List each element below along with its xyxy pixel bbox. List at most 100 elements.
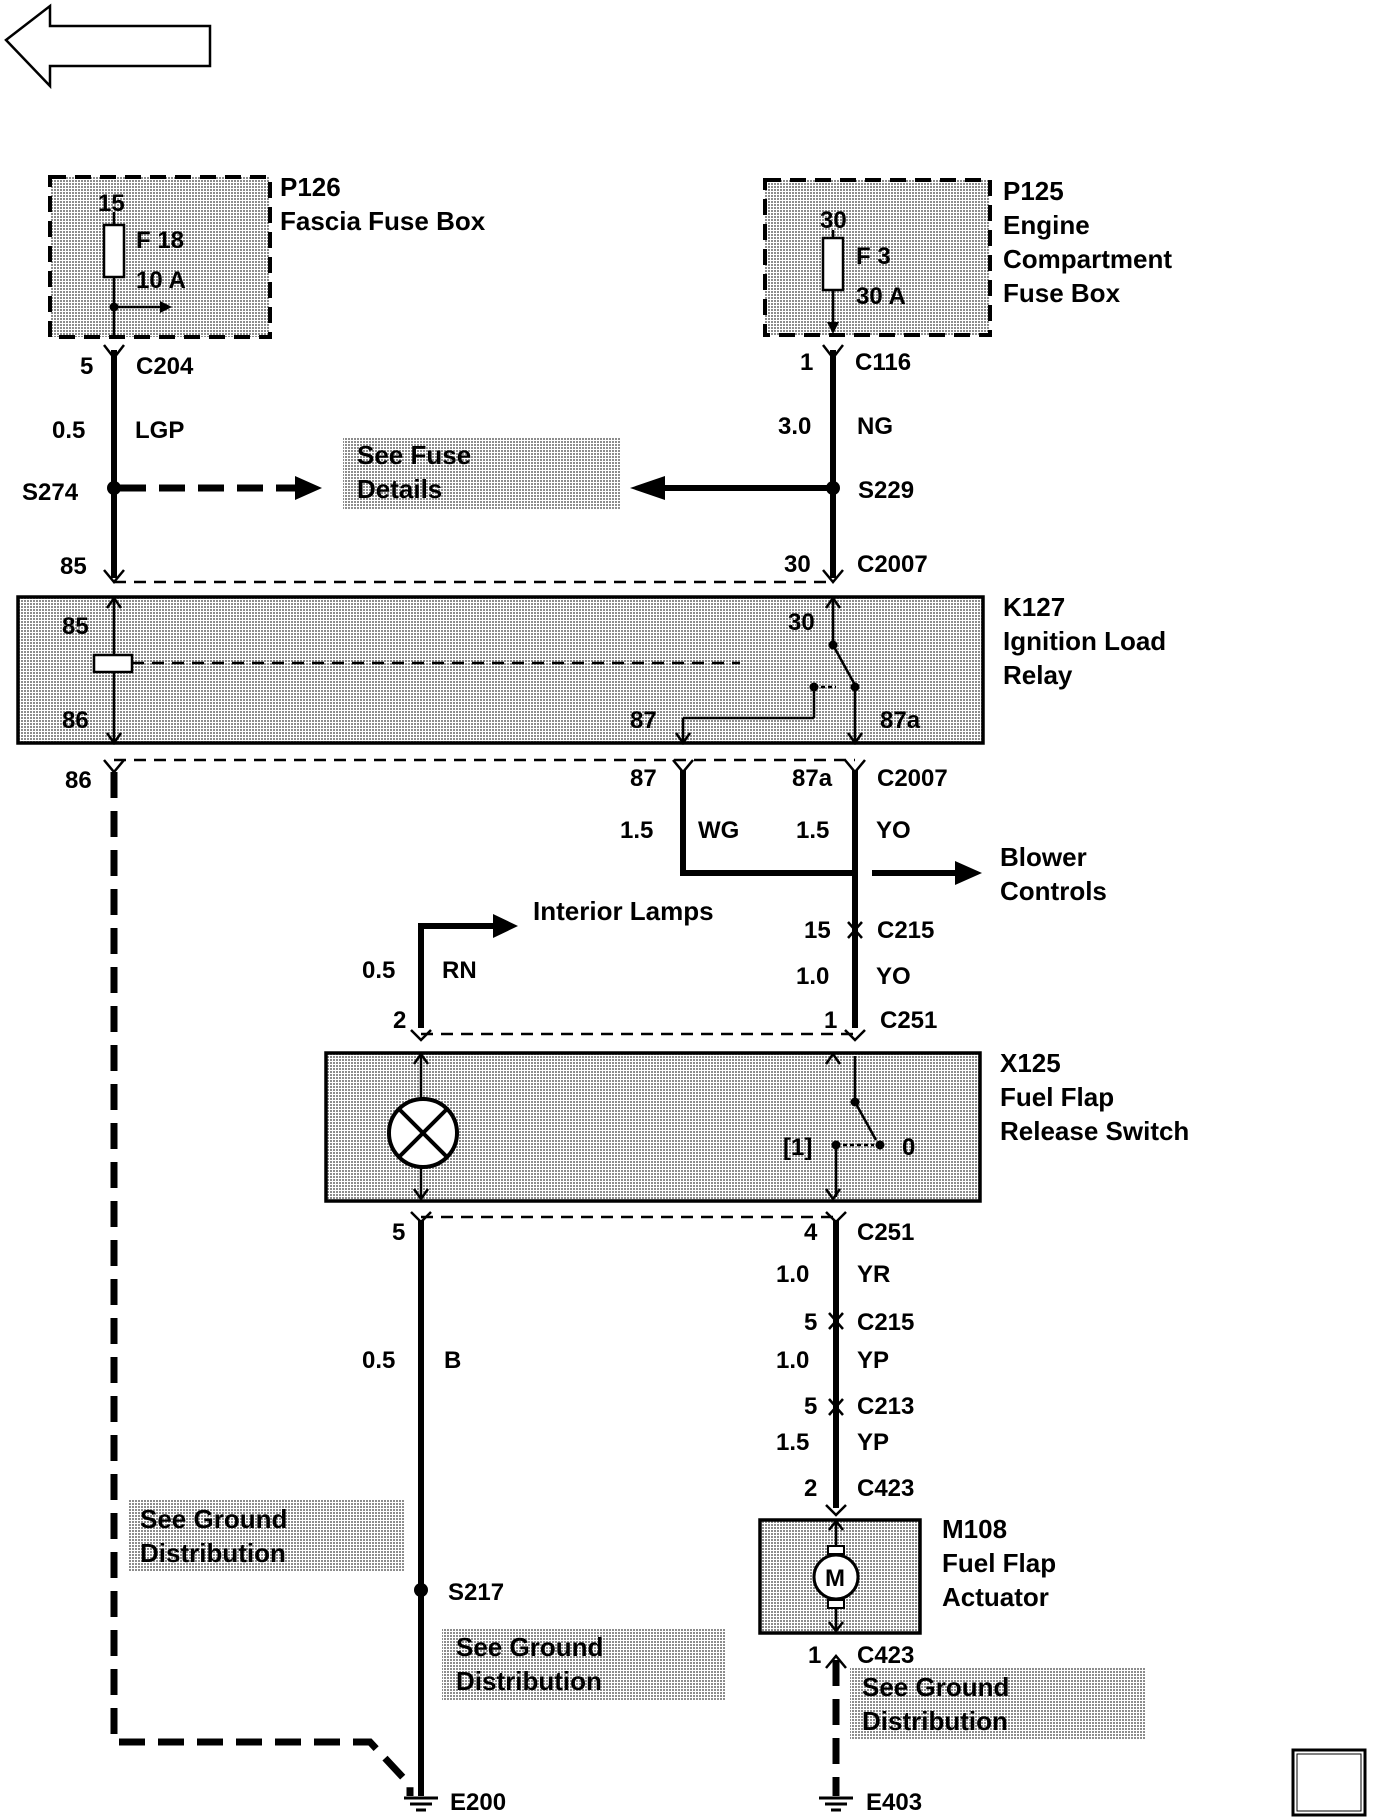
splice-s217 — [414, 1583, 428, 1597]
see-fuse-details-reference[interactable]: See Fuse Details — [343, 438, 621, 510]
back-arrow-icon[interactable] — [4, 3, 212, 90]
c215-bottom-pin: 5 — [804, 1309, 817, 1336]
k127-name-line1: Ignition Load — [1003, 626, 1166, 656]
yp2-size: 1.5 — [776, 1429, 809, 1456]
p126-rating-label: 10 A — [136, 267, 186, 294]
c116-pin: 1 — [800, 349, 813, 376]
x125-id: X125 — [1000, 1048, 1061, 1078]
ground-e403-icon — [819, 1796, 853, 1812]
c215-bottom-name: C215 — [857, 1309, 914, 1336]
ground-right-line2: Distribution — [862, 1706, 1008, 1736]
lgp-color: LGP — [135, 417, 184, 444]
fuse-details-line2: Details — [357, 474, 442, 504]
e200-label: E200 — [450, 1789, 506, 1816]
p125-engine-compartment-fuse-box: 30 F 3 30 A P125 Engine Compartment Fuse… — [763, 176, 1172, 337]
s229-label: S229 — [858, 477, 914, 504]
k127-pin87a: 87a — [880, 707, 921, 734]
p125-id: P125 — [1003, 176, 1064, 206]
s274-label: S274 — [22, 479, 79, 506]
x125-name-line1: Fuel Flap — [1000, 1082, 1114, 1112]
m108-fuel-flap-actuator: M — [758, 1518, 922, 1635]
c251-bottom-name: C251 — [857, 1219, 914, 1246]
c215-top-pin: 15 — [804, 917, 831, 944]
wg-color: WG — [698, 817, 739, 844]
c2007-bottom-pin87: 87 — [630, 765, 657, 792]
c251-top-pin1: 1 — [824, 1007, 837, 1034]
p125-fuse-label: F 3 — [856, 243, 891, 270]
c423-top-pin: 2 — [804, 1475, 817, 1502]
x125-pos0: 0 — [902, 1134, 915, 1161]
yr-color: YR — [857, 1261, 890, 1288]
p126-pin-label: 15 — [98, 190, 125, 217]
interior-lamps-reference[interactable]: Interior Lamps — [533, 896, 714, 926]
s217-label: S217 — [448, 1579, 504, 1606]
c423-bottom-name: C423 — [857, 1642, 914, 1669]
yo2-color: YO — [876, 963, 911, 990]
k127-id: K127 — [1003, 592, 1065, 622]
k127-pin86: 86 — [62, 707, 89, 734]
yp2-color: YP — [857, 1429, 889, 1456]
upper-wiring — [103, 344, 844, 584]
c2007-bottom-pin86: 86 — [65, 767, 92, 794]
ground-left-line2: Distribution — [140, 1538, 286, 1568]
see-ground-distribution-middle[interactable]: See Ground Distribution — [442, 1628, 726, 1700]
corner-box-button[interactable] — [1291, 1748, 1367, 1817]
lamp-bulb-icon — [387, 1097, 459, 1169]
rn-size: 0.5 — [362, 957, 395, 984]
lgp-size: 0.5 — [52, 417, 85, 444]
yo2-size: 1.0 — [796, 963, 829, 990]
b-size: 0.5 — [362, 1347, 395, 1374]
p126-name: Fascia Fuse Box — [280, 206, 486, 236]
c251-bottom-pin5: 5 — [392, 1219, 405, 1246]
c215-top-name: C215 — [877, 917, 934, 944]
fuse-details-line1: See Fuse — [357, 440, 471, 470]
c2007-top-pin85: 85 — [60, 553, 87, 580]
p125-name-line1: Engine — [1003, 210, 1090, 240]
p125-rating-label: 30 A — [856, 283, 906, 310]
c204-name: C204 — [136, 353, 194, 380]
see-ground-distribution-right[interactable]: See Ground Distribution — [850, 1668, 1146, 1740]
rn-color: RN — [442, 957, 477, 984]
lower-wiring — [410, 1211, 847, 1796]
c423-top-name: C423 — [857, 1475, 914, 1502]
p126-fuse-label: F 18 — [136, 227, 184, 254]
splice-s229 — [826, 481, 840, 495]
k127-ignition-load-relay: 85 86 30 87 87a — [16, 595, 985, 746]
ground-right-line1: See Ground — [862, 1672, 1009, 1702]
c204-pin: 5 — [80, 353, 93, 380]
ground-mid-line2: Distribution — [456, 1666, 602, 1696]
splice-s274 — [107, 481, 121, 495]
ground-left-line1: See Ground — [140, 1504, 287, 1534]
yo1-size: 1.5 — [796, 817, 829, 844]
yo1-color: YO — [876, 817, 911, 844]
p125-name-line3: Fuse Box — [1003, 278, 1121, 308]
motor-icon: M — [812, 1545, 860, 1609]
c2007-top-name: C2007 — [857, 551, 928, 578]
k127-pin87: 87 — [630, 707, 657, 734]
blower-line1: Blower — [1000, 842, 1087, 872]
fuse-f3-icon — [821, 236, 845, 292]
k127-pin85: 85 — [62, 613, 89, 640]
x125-pos1: [1] — [783, 1134, 812, 1161]
blower-controls-reference[interactable]: Blower Controls — [1000, 842, 1107, 906]
relay-output-wiring — [103, 758, 982, 1796]
p125-name-line2: Compartment — [1003, 244, 1172, 274]
m108-name-line2: Actuator — [942, 1582, 1049, 1612]
p126-fascia-fuse-box: 15 F 18 10 A P126 Fascia Fuse Box — [48, 172, 486, 339]
c2007-top-pin30: 30 — [784, 551, 811, 578]
c213-name: C213 — [857, 1393, 914, 1420]
m108-id: M108 — [942, 1514, 1007, 1544]
c251-bottom-pin4: 4 — [804, 1219, 818, 1246]
see-ground-distribution-left[interactable]: See Ground Distribution — [128, 1500, 404, 1572]
c251-top-pin2: 2 — [393, 1007, 406, 1034]
c213-pin: 5 — [804, 1393, 817, 1420]
ground-mid-line1: See Ground — [456, 1632, 603, 1662]
yr-size: 1.0 — [776, 1261, 809, 1288]
k127-pin30: 30 — [788, 609, 815, 636]
yp1-color: YP — [857, 1347, 889, 1374]
b-color: B — [444, 1347, 461, 1374]
c2007-bottom-pin87a: 87a — [792, 765, 833, 792]
relay-coil-icon — [92, 653, 134, 674]
p126-id: P126 — [280, 172, 341, 202]
